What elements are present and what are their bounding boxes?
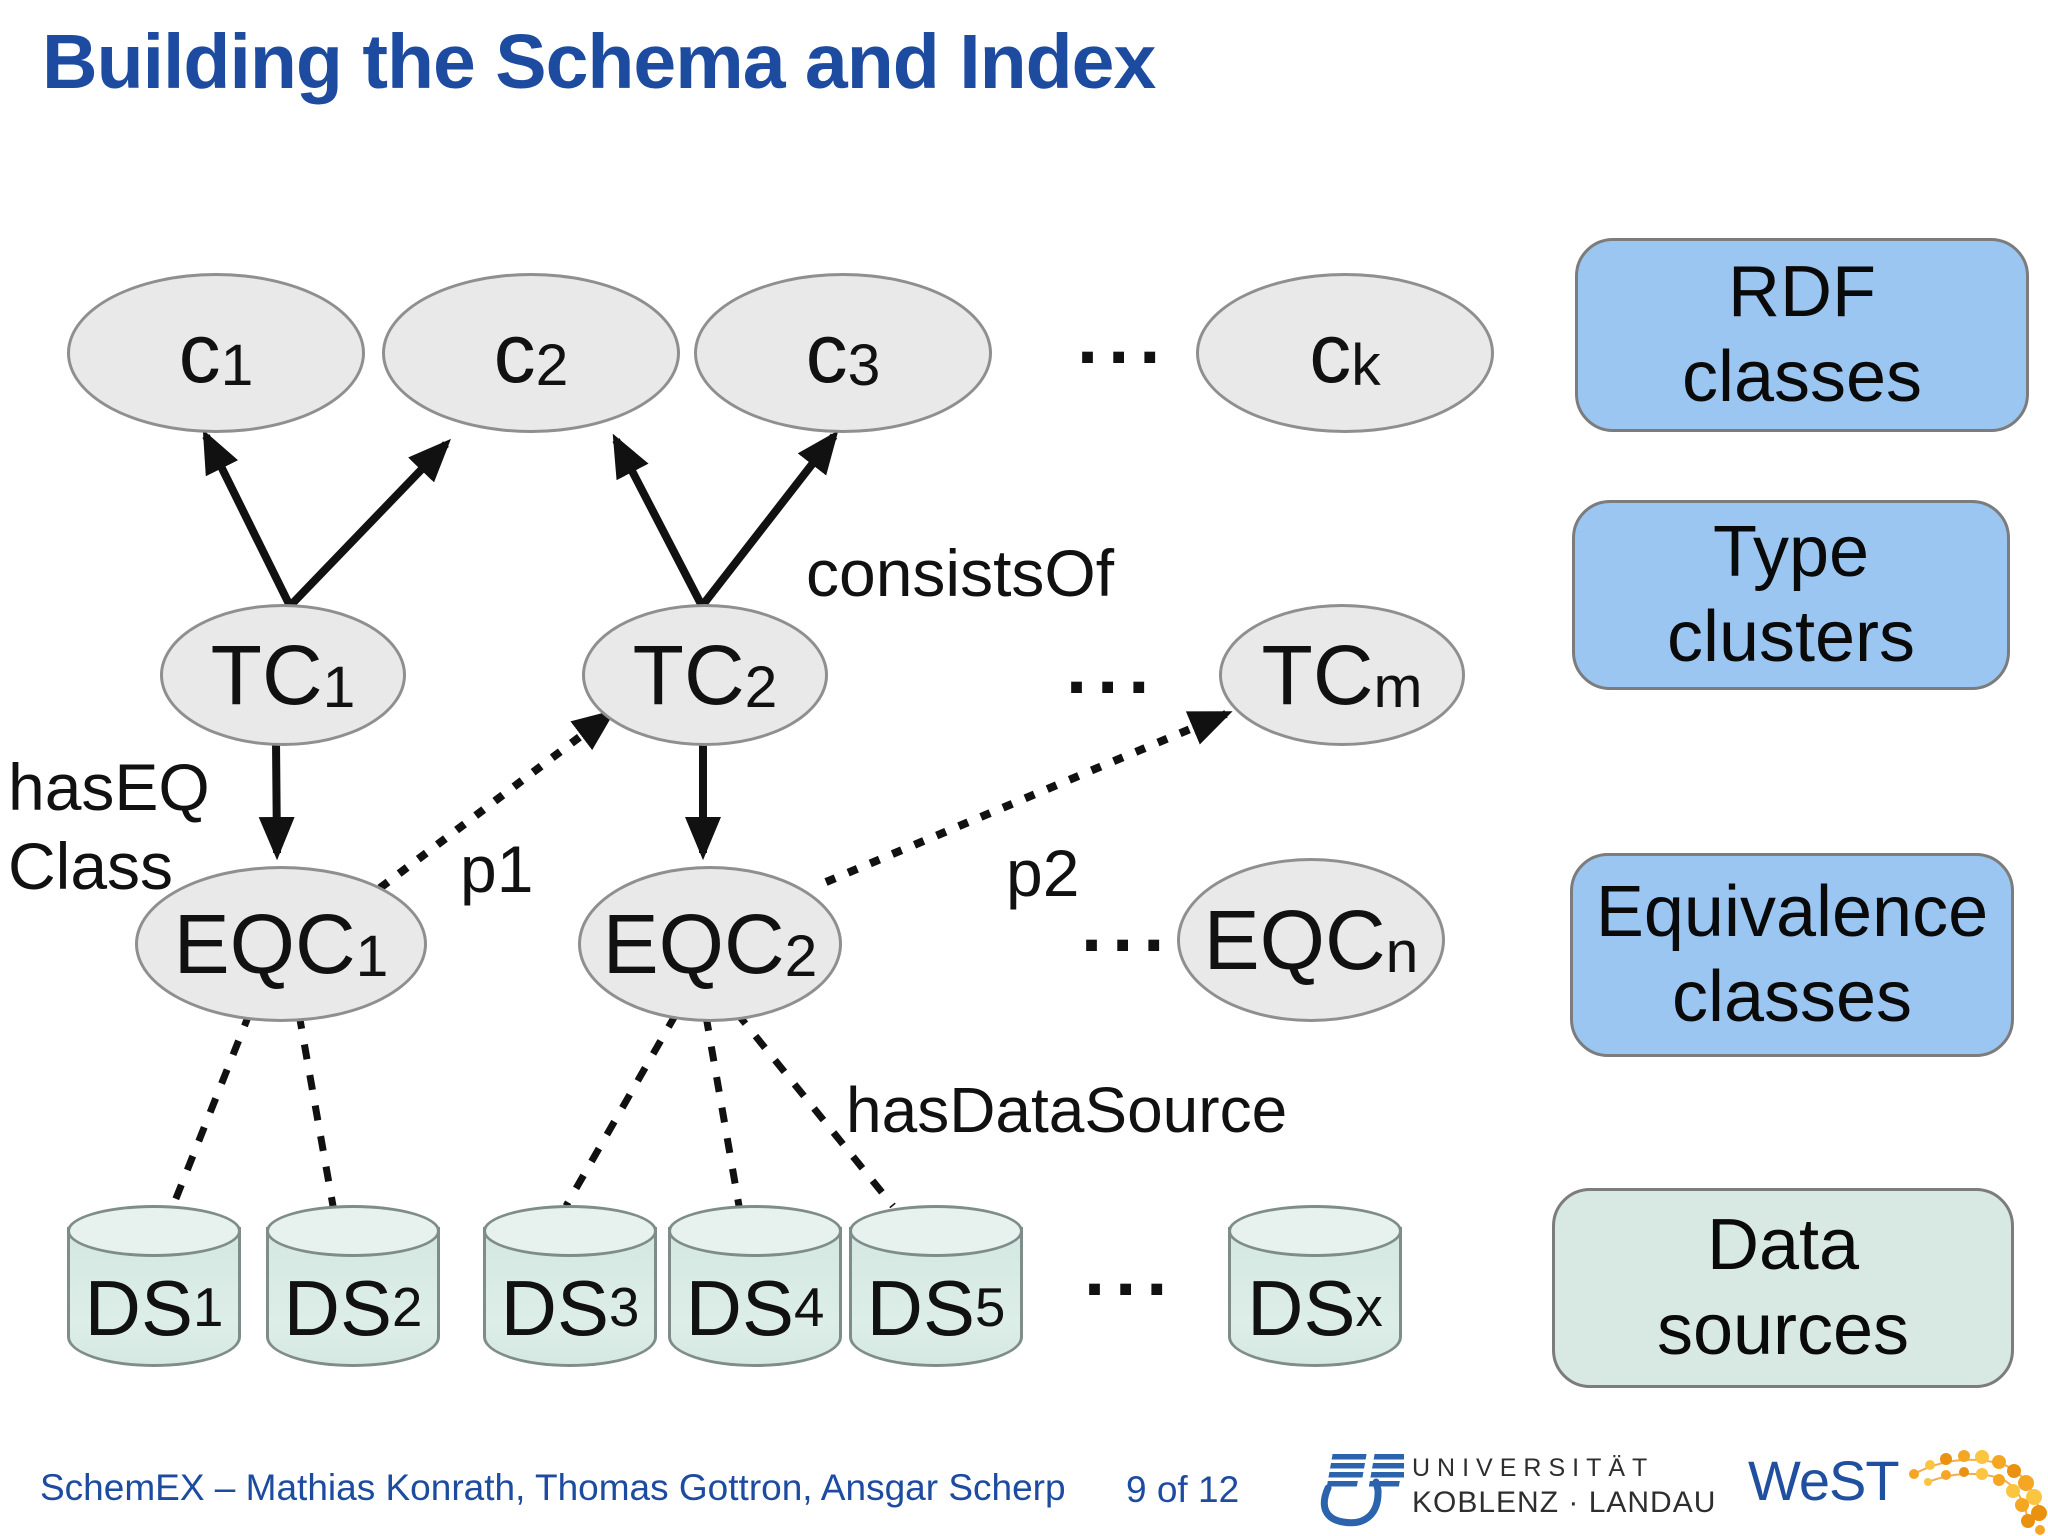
legend-data-sources: Data sources [1552,1188,2014,1388]
cylinder-cap [266,1205,440,1257]
west-logo-text: WeST [1748,1449,1900,1512]
university-logo-city: KOBLENZ · LANDAU [1412,1486,1717,1519]
edge-eqc1-ds2 [295,1013,337,1207]
ellipsis-eqc-row: ... [1081,883,1175,968]
node-eqc2: EQC2 [578,866,842,1022]
node-c2: c2 [382,273,680,433]
edge-p2-eqc2-tcm [824,710,1233,886]
cylinder-cap [483,1205,657,1257]
edge-eqc1-ds1 [169,1010,254,1208]
node-c1: c1 [67,273,365,433]
node-eqc1: EQC1 [135,866,427,1022]
legend-type-clusters: Type clusters [1572,500,2010,690]
cylinder-cap [67,1205,241,1257]
node-tc1: TC1 [160,604,406,746]
ellipsis-ds-row: ... [1084,1227,1178,1312]
edge-tc1-c1 [202,429,294,608]
edge-tc1-c2 [287,438,451,609]
node-ck: ck [1196,273,1494,433]
edge-label-has-data-source: hasDataSource [846,1074,1288,1146]
edge-eqc2-ds4 [702,1015,743,1207]
ellipsis-rdf-row: ... [1077,295,1171,380]
page-title: Building the Schema and Index [42,19,1156,105]
edge-label-consists-of: consistsOf [806,536,1115,610]
edge-label-has-eq-class: hasEQ Class [8,750,210,904]
edge-eqc2-ds5 [733,1009,896,1209]
edge-tc1-eqc1 [258,740,295,861]
edge-tc2-c2 [612,433,706,608]
footer-page-number: 9 of 12 [1126,1469,1240,1510]
footer-credits: SchemEX – Mathias Konrath, Thomas Gottro… [40,1467,1066,1508]
node-tc2: TC2 [582,604,828,746]
edge-tc2-c3 [698,430,839,609]
legend-equivalence-classes: Equivalence classes [1570,853,2014,1057]
edge-eqc2-ds3 [562,1012,680,1208]
node-eqcn: EQCn [1177,858,1445,1022]
cylinder-cap [849,1205,1023,1257]
cylinder-cap [1228,1205,1402,1257]
university-logo-name: UNIVERSITÄT [1412,1454,1655,1482]
edge-label-p2: p2 [1006,836,1080,910]
university-logo-icon [1320,1454,1404,1527]
edge-label-p1: p1 [460,832,534,906]
legend-rdf-classes: RDF classes [1575,238,2029,432]
west-network-icon [1909,1450,2047,1535]
edge-p1-eqc1-tc2 [377,709,616,892]
cylinder-cap [668,1205,842,1257]
node-tcm: TCm [1219,604,1465,746]
ellipsis-tc-row: ... [1066,625,1160,710]
node-c3: c3 [694,273,992,433]
